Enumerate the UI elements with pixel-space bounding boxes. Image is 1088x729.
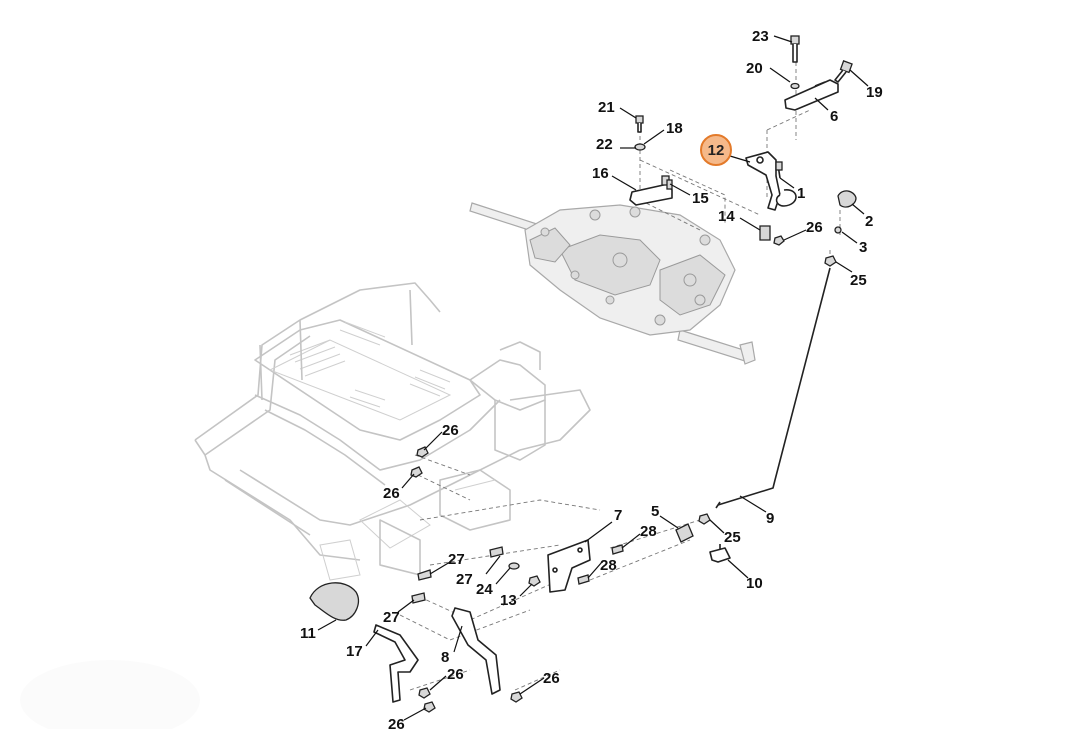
callout-7[interactable]: 7 bbox=[614, 507, 622, 524]
callout-20[interactable]: 20 bbox=[746, 60, 763, 77]
callout-2[interactable]: 2 bbox=[865, 213, 873, 230]
seat-plate-slots bbox=[289, 321, 451, 408]
parts bbox=[309, 35, 857, 713]
lever-16 bbox=[629, 183, 673, 206]
callout-1[interactable]: 1 bbox=[797, 185, 805, 202]
callout-12[interactable]: 12 bbox=[708, 142, 725, 159]
callout-27-b[interactable]: 27 bbox=[456, 571, 473, 588]
screw-21 bbox=[635, 115, 644, 133]
callout-16[interactable]: 16 bbox=[592, 165, 609, 182]
chassis-frame bbox=[20, 282, 591, 729]
bolt-27a bbox=[417, 569, 432, 581]
bolt-28a bbox=[611, 544, 624, 555]
callout-13[interactable]: 13 bbox=[500, 592, 517, 609]
callout-3[interactable]: 3 bbox=[859, 239, 867, 256]
bracket-6 bbox=[784, 79, 839, 111]
callout-26-frame-a[interactable]: 26 bbox=[442, 422, 459, 439]
callout-26-bottom-a[interactable]: 26 bbox=[447, 666, 464, 683]
callout-28-upper[interactable]: 28 bbox=[640, 523, 657, 540]
nut-26a bbox=[773, 235, 785, 246]
nut-13 bbox=[528, 575, 541, 587]
callout-26-bottom-b[interactable]: 26 bbox=[543, 670, 560, 687]
washer-20 bbox=[790, 82, 800, 90]
nut-25b bbox=[698, 513, 711, 525]
callout-26-frame-b[interactable]: 26 bbox=[383, 485, 400, 502]
callout-14[interactable]: 14 bbox=[718, 208, 735, 225]
leader-lines bbox=[317, 35, 869, 721]
bolt-28b bbox=[577, 574, 590, 585]
nut-25a bbox=[824, 255, 837, 267]
callout-27-a[interactable]: 27 bbox=[448, 551, 465, 568]
callout-22[interactable]: 22 bbox=[596, 136, 613, 153]
nut-26d bbox=[418, 687, 431, 699]
callout-17[interactable]: 17 bbox=[346, 643, 363, 660]
callout-8[interactable]: 8 bbox=[441, 649, 449, 666]
callout-18[interactable]: 18 bbox=[666, 120, 683, 137]
callout-19[interactable]: 19 bbox=[866, 84, 883, 101]
callout-26-top[interactable]: 26 bbox=[806, 219, 823, 236]
transaxle-bolts bbox=[540, 206, 711, 326]
callout-15[interactable]: 15 bbox=[692, 190, 709, 207]
washer-24 bbox=[508, 562, 520, 570]
bolt-27c bbox=[411, 592, 426, 604]
knob-11 bbox=[309, 582, 360, 621]
bolt-27b bbox=[489, 546, 504, 558]
bolt-23 bbox=[790, 35, 800, 63]
transaxle bbox=[469, 202, 756, 365]
spacer-14 bbox=[759, 225, 771, 241]
callout-25-right[interactable]: 25 bbox=[724, 529, 741, 546]
callout-labels: 23 20 19 6 21 18 22 12 1 16 15 2 14 26 3… bbox=[300, 28, 883, 729]
lever-17 bbox=[373, 624, 419, 703]
nut-26f bbox=[423, 701, 436, 713]
washer-22 bbox=[634, 143, 646, 151]
washer-3 bbox=[834, 226, 842, 234]
arm-12 bbox=[745, 151, 781, 211]
callout-5[interactable]: 5 bbox=[651, 503, 659, 520]
callout-23[interactable]: 23 bbox=[752, 28, 769, 45]
rod-9 bbox=[717, 267, 831, 506]
callout-9[interactable]: 9 bbox=[766, 510, 774, 527]
bushing-5 bbox=[675, 523, 694, 543]
callout-6[interactable]: 6 bbox=[830, 108, 838, 125]
callout-25-top[interactable]: 25 bbox=[850, 272, 867, 289]
nut-26e bbox=[510, 691, 523, 703]
assembly-lines bbox=[399, 48, 841, 691]
callout-10[interactable]: 10 bbox=[746, 575, 763, 592]
knob-2 bbox=[837, 190, 857, 208]
callout-26-bottom-c[interactable]: 26 bbox=[388, 716, 405, 729]
callout-24[interactable]: 24 bbox=[476, 581, 493, 598]
plate-7 bbox=[547, 539, 591, 593]
callout-21[interactable]: 21 bbox=[598, 99, 615, 116]
clip-10 bbox=[709, 544, 731, 563]
callout-28-lower[interactable]: 28 bbox=[600, 557, 617, 574]
bolt-19 bbox=[834, 60, 853, 83]
callout-27-c[interactable]: 27 bbox=[383, 609, 400, 626]
callout-11[interactable]: 11 bbox=[300, 625, 316, 642]
highlight-circle bbox=[700, 134, 732, 166]
clip-1 bbox=[775, 164, 797, 207]
